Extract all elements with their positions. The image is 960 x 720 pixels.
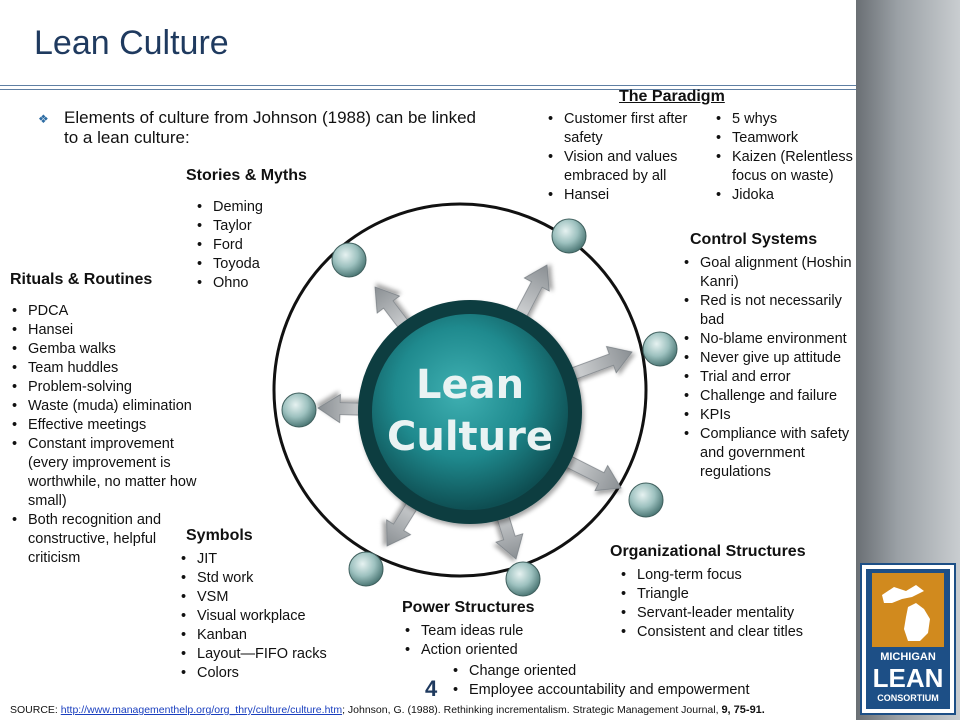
paradigm-list-1: Customer first after safety Vision and v…	[546, 110, 712, 205]
symbols-list: JIT Std work VSM Visual workplace Kanban…	[179, 550, 359, 683]
list-item: JIT	[179, 550, 359, 569]
source-prefix: SOURCE:	[10, 704, 61, 716]
org-list: Long-term focus Triangle Servant-leader …	[619, 566, 849, 642]
rituals-list: PDCA Hansei Gemba walks Team huddles Pro…	[10, 302, 210, 568]
list-item: Waste (muda) elimination	[10, 397, 210, 416]
list-item: Trial and error	[682, 368, 854, 387]
list-item: Triangle	[619, 585, 849, 604]
list-item: Colors	[179, 664, 359, 683]
power-list-2: Change oriented Employee accountability …	[451, 662, 851, 700]
list-item: Goal alignment (Hoshin Kanri)	[682, 254, 854, 292]
logo-line3: CONSORTIUM	[877, 693, 939, 703]
logo-line2: LEAN	[872, 663, 944, 693]
list-item: Problem-solving	[10, 378, 210, 397]
list-item: KPIs	[682, 406, 854, 425]
list-item: Toyoda	[195, 255, 305, 274]
source-rest: ; Johnson, G. (1988). Rethinking increme…	[342, 704, 722, 716]
list-item: No-blame environment	[682, 330, 854, 349]
list-item: Visual workplace	[179, 607, 359, 626]
slide-title: Lean Culture	[34, 24, 229, 62]
list-item: Hansei	[10, 321, 210, 340]
list-item: Vision and values embraced by all	[546, 148, 712, 186]
list-item: Compliance with safety and government re…	[682, 425, 854, 482]
logo-panel: MICHIGAN LEAN CONSORTIUM	[866, 569, 950, 709]
intro-text: Elements of culture from Johnson (1988) …	[64, 108, 477, 147]
list-item: Team huddles	[10, 359, 210, 378]
list-item: Never give up attitude	[682, 349, 854, 368]
ring-node-org	[628, 482, 664, 518]
heading-organizational-structures: Organizational Structures	[610, 543, 806, 560]
list-item: PDCA	[10, 302, 210, 321]
ring-node-stories	[331, 242, 367, 278]
list-item: VSM	[179, 588, 359, 607]
list-item: Both recognition and constructive, helpf…	[10, 511, 188, 568]
logo-line1: MICHIGAN	[880, 651, 936, 663]
list-item: Deming	[195, 198, 305, 217]
list-item: Jidoka	[714, 186, 854, 205]
list-item: 5 whys	[714, 110, 854, 129]
list-item: Kanban	[179, 626, 359, 645]
list-item: Taylor	[195, 217, 305, 236]
list-item: Teamwork	[714, 129, 854, 148]
heading-control-systems: Control Systems	[690, 231, 818, 248]
michigan-lean-consortium-logo: MICHIGAN LEAN CONSORTIUM	[860, 563, 956, 715]
list-item: Employee accountability and empowerment	[451, 681, 851, 700]
list-item: Action oriented	[403, 641, 603, 660]
ring-node-paradigm	[551, 218, 587, 254]
list-item: Layout—FIFO racks	[179, 645, 359, 664]
control-list: Goal alignment (Hoshin Kanri) Red is not…	[682, 254, 854, 482]
list-item: Consistent and clear titles	[619, 623, 849, 642]
list-item: Kaizen (Relentless focus on waste)	[714, 148, 854, 186]
center-disc	[372, 314, 568, 510]
heading-rituals-routines: Rituals & Routines	[10, 271, 153, 288]
center-label-line2: Culture	[387, 414, 553, 460]
list-item: Gemba walks	[10, 340, 210, 359]
ring-node-power	[505, 561, 541, 597]
list-item: Long-term focus	[619, 566, 849, 585]
michigan-map-icon	[882, 585, 930, 641]
list-item: Ohno	[195, 274, 305, 293]
list-item: Effective meetings	[10, 416, 210, 435]
list-item: Change oriented	[451, 662, 851, 681]
heading-the-paradigm: The Paradigm	[619, 88, 725, 105]
page-number: 4	[425, 676, 438, 701]
title-rule-thin	[0, 89, 856, 90]
heading-power-structures: Power Structures	[402, 599, 535, 616]
ring-node-rituals	[281, 392, 317, 428]
power-list: Team ideas rule Action oriented	[403, 622, 603, 660]
ring-node-control	[642, 331, 678, 367]
list-item: Team ideas rule	[403, 622, 603, 641]
diamond-bullet-icon: ❖	[38, 112, 49, 126]
intro-bullet: ❖ Elements of culture from Johnson (1988…	[38, 108, 478, 148]
center-label-line1: Lean	[416, 362, 524, 408]
list-item: Red is not necessarily bad	[682, 292, 854, 330]
list-item: Servant-leader mentality	[619, 604, 849, 623]
list-item: Constant improvement (every improvement …	[10, 435, 210, 511]
source-pages: 9, 75-91.	[721, 704, 765, 716]
source-link[interactable]: http://www.managementhelp.org/org_thry/c…	[60, 704, 343, 716]
paradigm-list-2: 5 whys Teamwork Kaizen (Relentless focus…	[714, 110, 854, 205]
stories-list: Deming Taylor Ford Toyoda Ohno	[195, 198, 305, 293]
heading-stories-myths: Stories & Myths	[186, 167, 307, 184]
list-item: Hansei	[546, 186, 712, 205]
source-citation: SOURCE: http://www.managementhelp.org/or…	[10, 704, 765, 716]
heading-symbols: Symbols	[186, 527, 253, 544]
logo-emblem	[872, 573, 944, 647]
list-item: Std work	[179, 569, 359, 588]
title-rule	[0, 85, 856, 86]
list-item: Ford	[195, 236, 305, 255]
list-item: Challenge and failure	[682, 387, 854, 406]
list-item: Customer first after safety	[546, 110, 712, 148]
outer-ring	[272, 202, 648, 578]
